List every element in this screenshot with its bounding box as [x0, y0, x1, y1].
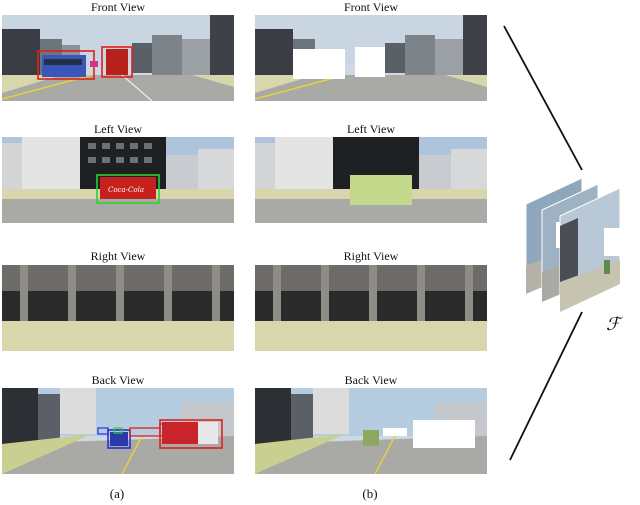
front-view-image-a	[2, 15, 234, 101]
right-view-title-a: Right View	[90, 249, 146, 263]
truck-logo: Coca-Cola	[108, 186, 144, 194]
column-label-a: (a)	[109, 486, 125, 501]
back-view-title-a: Back View	[91, 373, 145, 387]
feature-map-front	[559, 187, 621, 313]
left-view-image-a: Coca-Cola	[2, 137, 234, 223]
left-view-title-b: Left View	[346, 122, 396, 136]
back-view-image-a	[2, 388, 234, 474]
feature-symbol: ℱ	[606, 314, 621, 335]
back-view-image-b	[255, 388, 487, 474]
column-label-b: (b)	[362, 486, 378, 501]
front-view-title-b: Front View	[343, 0, 399, 14]
right-view-image-b	[255, 265, 487, 351]
left-view-image-b	[255, 137, 487, 223]
left-view-title-a: Left View	[93, 122, 143, 136]
right-view-title-b: Right View	[343, 249, 399, 263]
feature-stack	[520, 166, 640, 316]
front-view-image-b	[255, 15, 487, 101]
front-view-title-a: Front View	[90, 0, 146, 14]
back-view-title-b: Back View	[344, 373, 398, 387]
right-view-image-a	[2, 265, 234, 351]
